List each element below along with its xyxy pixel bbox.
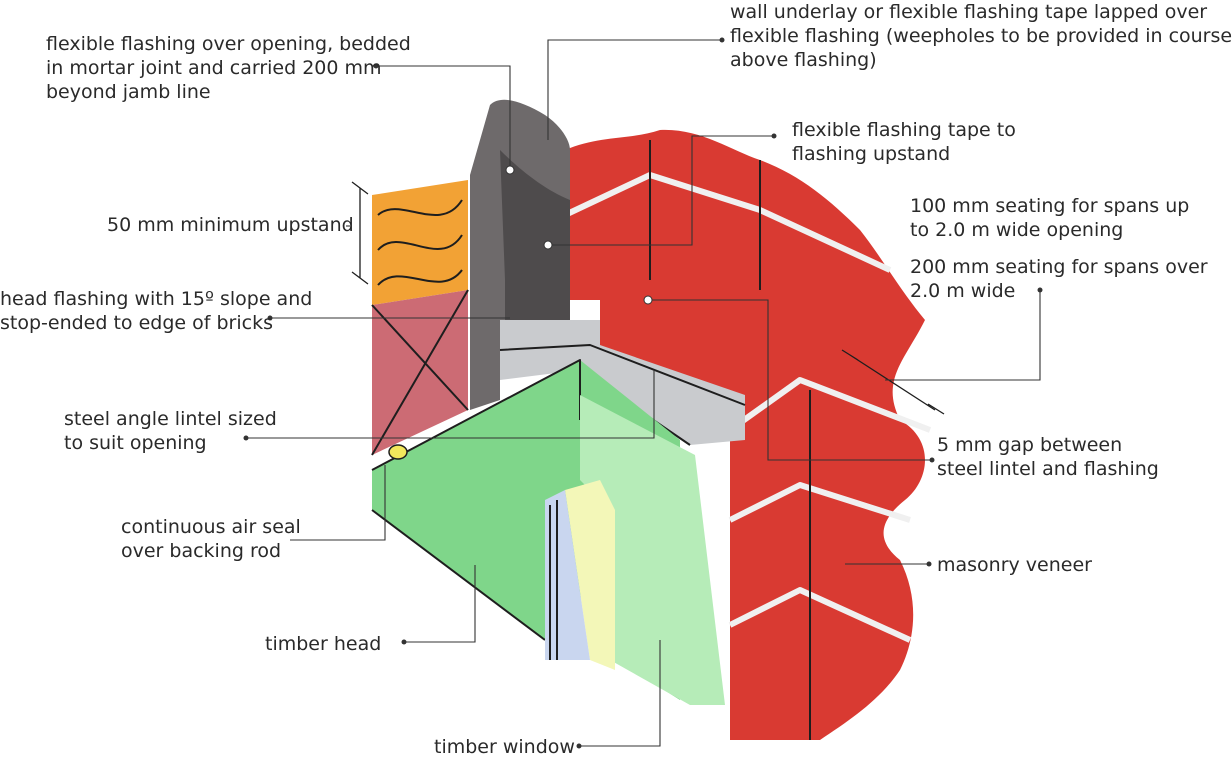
label-line: steel lintel and flashing bbox=[937, 458, 1159, 480]
leader-dots bbox=[243, 37, 1043, 749]
label-flexible-flashing-over-opening: flexible flashing over opening, bedded i… bbox=[46, 32, 411, 104]
label-line: flashing upstand bbox=[792, 143, 951, 165]
label-line: to 2.0 m wide opening bbox=[910, 219, 1124, 241]
label-line: in mortar joint and carried 200 mm bbox=[46, 57, 382, 79]
label-timber-head: timber head bbox=[265, 632, 381, 656]
label-wall-underlay: wall underlay or flexible flashing tape … bbox=[730, 0, 1232, 72]
label-steel-angle-lintel: steel angle lintel sized to suit opening bbox=[64, 407, 277, 455]
label-line: 200 mm seating for spans over bbox=[910, 256, 1208, 278]
label-line: wall underlay or flexible flashing tape … bbox=[730, 1, 1208, 23]
insulation-batt-lines bbox=[377, 199, 463, 286]
label-flexible-flashing-tape: flexible flashing tape to flashing upsta… bbox=[792, 118, 1016, 166]
label-line: beyond jamb line bbox=[46, 81, 211, 103]
label-minimum-upstand: 50 mm minimum upstand bbox=[107, 213, 354, 237]
mortar-joint-2 bbox=[728, 377, 932, 433]
label-line: 50 mm minimum upstand bbox=[107, 214, 354, 236]
label-air-seal: continuous air seal over backing rod bbox=[121, 515, 301, 563]
label-seating-200: 200 mm seating for spans over 2.0 m wide bbox=[910, 255, 1208, 303]
label-line: masonry veneer bbox=[937, 554, 1092, 576]
label-line: flexible flashing over opening, bedded bbox=[46, 33, 411, 55]
upstand-dimension bbox=[351, 181, 369, 285]
label-line: timber window bbox=[434, 736, 575, 758]
wall-section-drawing bbox=[243, 37, 1043, 749]
backing-rod bbox=[388, 444, 408, 460]
label-line: flexible flashing (weepholes to be provi… bbox=[730, 25, 1232, 47]
label-line: above flashing) bbox=[730, 49, 877, 71]
insulation-shape bbox=[372, 180, 468, 305]
leader-lines bbox=[246, 39, 1041, 747]
mortar-joint-1 bbox=[563, 172, 892, 273]
timber-window-shape bbox=[580, 395, 725, 705]
sash-shape bbox=[565, 480, 615, 670]
label-line: stop-ended to edge of bricks bbox=[0, 312, 273, 334]
label-line: continuous air seal bbox=[121, 516, 301, 538]
label-line: over backing rod bbox=[121, 540, 282, 562]
label-line: to suit opening bbox=[64, 432, 207, 454]
label-timber-window: timber window bbox=[434, 735, 575, 759]
label-line: steel angle lintel sized bbox=[64, 408, 277, 430]
wall-underlay-dark bbox=[500, 150, 570, 320]
label-line: 2.0 m wide bbox=[910, 280, 1016, 302]
label-line: 100 mm seating for spans up bbox=[910, 195, 1190, 217]
mortar-joint-3 bbox=[728, 482, 911, 523]
label-head-flashing: head flashing with 15º slope and stop-en… bbox=[0, 287, 312, 335]
label-line: head flashing with 15º slope and bbox=[0, 288, 313, 310]
brick-edge bbox=[649, 140, 811, 740]
label-gap-5mm: 5 mm gap between steel lintel and flashi… bbox=[937, 433, 1159, 481]
label-line: timber head bbox=[265, 633, 382, 655]
glass-lines bbox=[549, 500, 558, 660]
head-flashing-shape bbox=[500, 320, 745, 445]
seating-dimension bbox=[841, 349, 945, 415]
label-masonry-veneer: masonry veneer bbox=[937, 553, 1092, 577]
label-seating-100: 100 mm seating for spans up to 2.0 m wid… bbox=[910, 194, 1189, 242]
mortar-joint-4 bbox=[728, 587, 912, 643]
label-line: flexible flashing tape to bbox=[792, 119, 1016, 141]
label-line: 5 mm gap between bbox=[937, 434, 1123, 456]
